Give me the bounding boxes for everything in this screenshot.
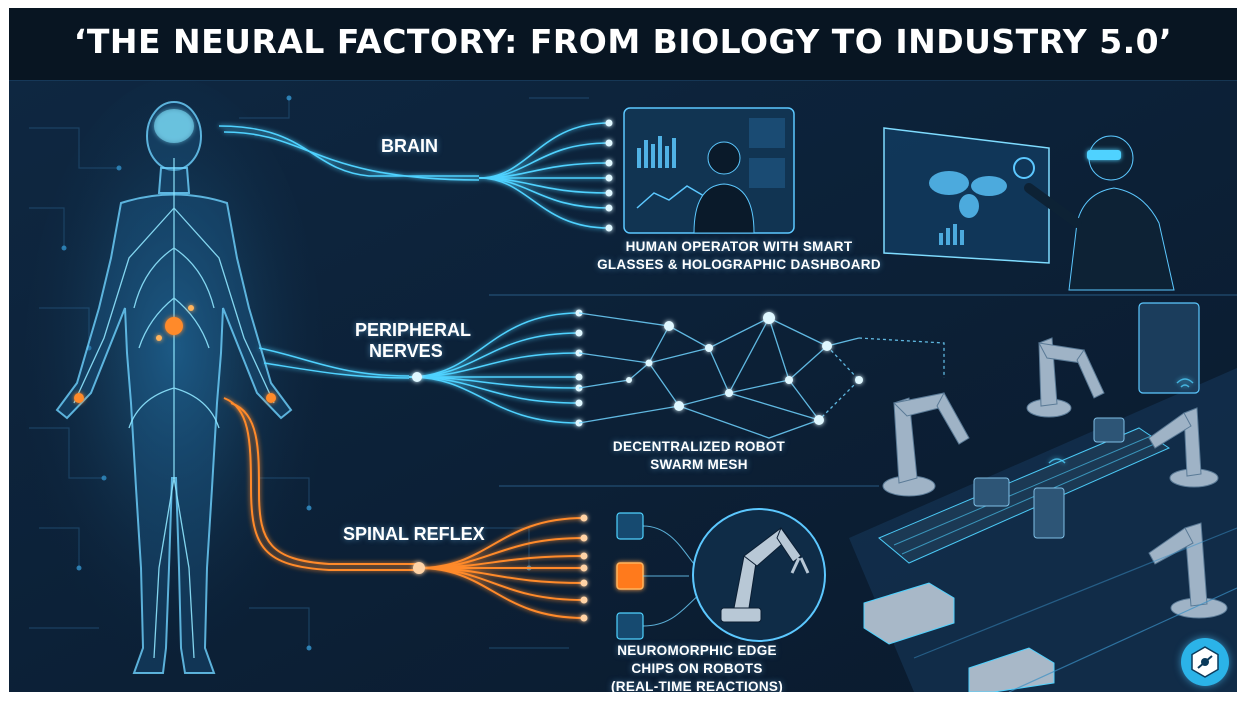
nerve-hotspots bbox=[74, 305, 276, 403]
peripheral-nerves-label-line-2: NERVES bbox=[369, 341, 443, 361]
operator-caption-line-1: HUMAN OPERATOR WITH SMART bbox=[625, 239, 853, 254]
infographic-panel: ‘THE NEURAL FACTORY: FROM BIOLOGY TO IND… bbox=[9, 8, 1237, 692]
swarm-caption: DECENTRALIZED ROBOT SWARM MESH bbox=[599, 438, 799, 474]
operator-caption-line-2: GLASSES & HOLOGRAPHIC DASHBOARD bbox=[597, 257, 881, 272]
holographic-dashboard-icon bbox=[623, 107, 795, 234]
chips-caption-line-3: (REAL-TIME REACTIONS) bbox=[610, 679, 784, 692]
brain-signal-nodes bbox=[605, 119, 613, 232]
brain-glow bbox=[154, 109, 194, 143]
peripheral-signal-nodes bbox=[412, 309, 583, 427]
brain-label: BRAIN bbox=[381, 136, 438, 156]
chips-caption: NEUROMORPHIC EDGE CHIPS ON ROBOTS (REAL-… bbox=[597, 642, 797, 692]
swarm-mesh-network bbox=[578, 312, 945, 439]
section-dividers bbox=[489, 294, 1237, 487]
robot-arm-icon bbox=[692, 508, 826, 642]
swarm-caption-line-1: DECENTRALIZED ROBOT bbox=[612, 439, 786, 454]
brand-logo-icon bbox=[1181, 638, 1229, 686]
neuromorphic-chip-icon bbox=[616, 512, 710, 640]
swarm-caption-line-2: SWARM MESH bbox=[650, 457, 748, 472]
chips-caption-line-2: CHIPS ON ROBOTS bbox=[631, 661, 763, 676]
smart-glasses-operator-icon bbox=[1024, 135, 1175, 291]
page-title: ‘THE NEURAL FACTORY: FROM BIOLOGY TO IND… bbox=[73, 22, 1173, 61]
spinal-reflex-label: SPINAL REFLEX bbox=[343, 524, 485, 544]
infographic-artwork bbox=[9, 78, 1237, 692]
nerve-paths bbox=[73, 158, 275, 659]
human-nervous-system-illustration bbox=[24, 78, 324, 678]
chips-caption-line-1: NEUROMORPHIC EDGE bbox=[617, 643, 777, 658]
operator-silhouette-icon bbox=[693, 141, 755, 234]
spinal-reflex-lines bbox=[223, 397, 585, 619]
peripheral-signal-lines bbox=[258, 312, 580, 424]
factory-robot-line-illustration bbox=[849, 302, 1237, 692]
spinal-reflex-nodes bbox=[413, 514, 588, 622]
holographic-world-map-dashboard bbox=[883, 127, 1050, 264]
operator-caption: HUMAN OPERATOR WITH SMART GLASSES & HOLO… bbox=[589, 238, 889, 274]
brand-logo-glyph bbox=[1191, 646, 1219, 678]
brain-signal-lines bbox=[218, 122, 610, 229]
peripheral-nerves-label: PERIPHERAL NERVES bbox=[355, 320, 471, 362]
peripheral-nerves-label-line-1: PERIPHERAL bbox=[355, 320, 472, 340]
title-bar: ‘THE NEURAL FACTORY: FROM BIOLOGY TO IND… bbox=[9, 8, 1237, 80]
